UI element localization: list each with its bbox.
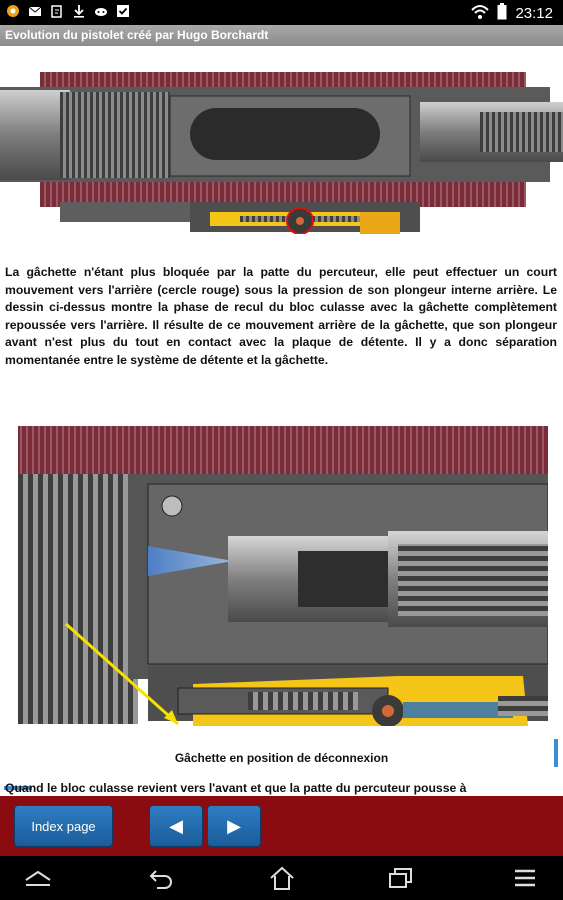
mechanism-illustration-disconnect [18,426,548,726]
menu-icon[interactable] [505,862,545,894]
next-page-button[interactable]: ▶ [207,805,261,847]
article-next-line: Quand le bloc culasse revient vers l'ava… [5,781,467,795]
battery-icon [497,3,507,24]
download-icon [72,4,86,18]
clock: 23:12 [515,5,553,22]
status-bar: 23:12 [0,0,563,25]
collapse-icon[interactable] [18,862,58,894]
system-nav-bar [0,856,563,900]
check-box-icon [116,4,130,18]
article-paragraph: La gâchette n'étant plus bloquée par la … [5,265,557,367]
game-controller-icon [94,4,108,18]
message-icon [28,4,42,18]
app-title-bar: Evolution du pistolet créé par Hugo Borc… [0,25,563,46]
recent-apps-icon[interactable] [380,862,420,894]
edit-note-icon [50,4,64,18]
home-icon[interactable] [262,862,302,894]
wifi-icon [471,4,490,24]
scroll-indicator[interactable] [554,739,558,767]
bottom-toolbar: Index page ◀ ▶ [0,796,563,856]
text-selection-marker [4,786,32,790]
index-page-button[interactable]: Index page [14,805,113,847]
article-content[interactable]: La gâchette n'étant plus bloquée par la … [0,46,563,796]
mechanism-illustration-top [0,72,563,234]
app-title: Evolution du pistolet créé par Hugo Borc… [5,28,269,42]
back-icon[interactable] [142,862,182,894]
figure-caption: Gâchette en position de déconnexion [174,751,389,765]
notification-icon [6,4,20,18]
previous-page-button[interactable]: ◀ [149,805,203,847]
